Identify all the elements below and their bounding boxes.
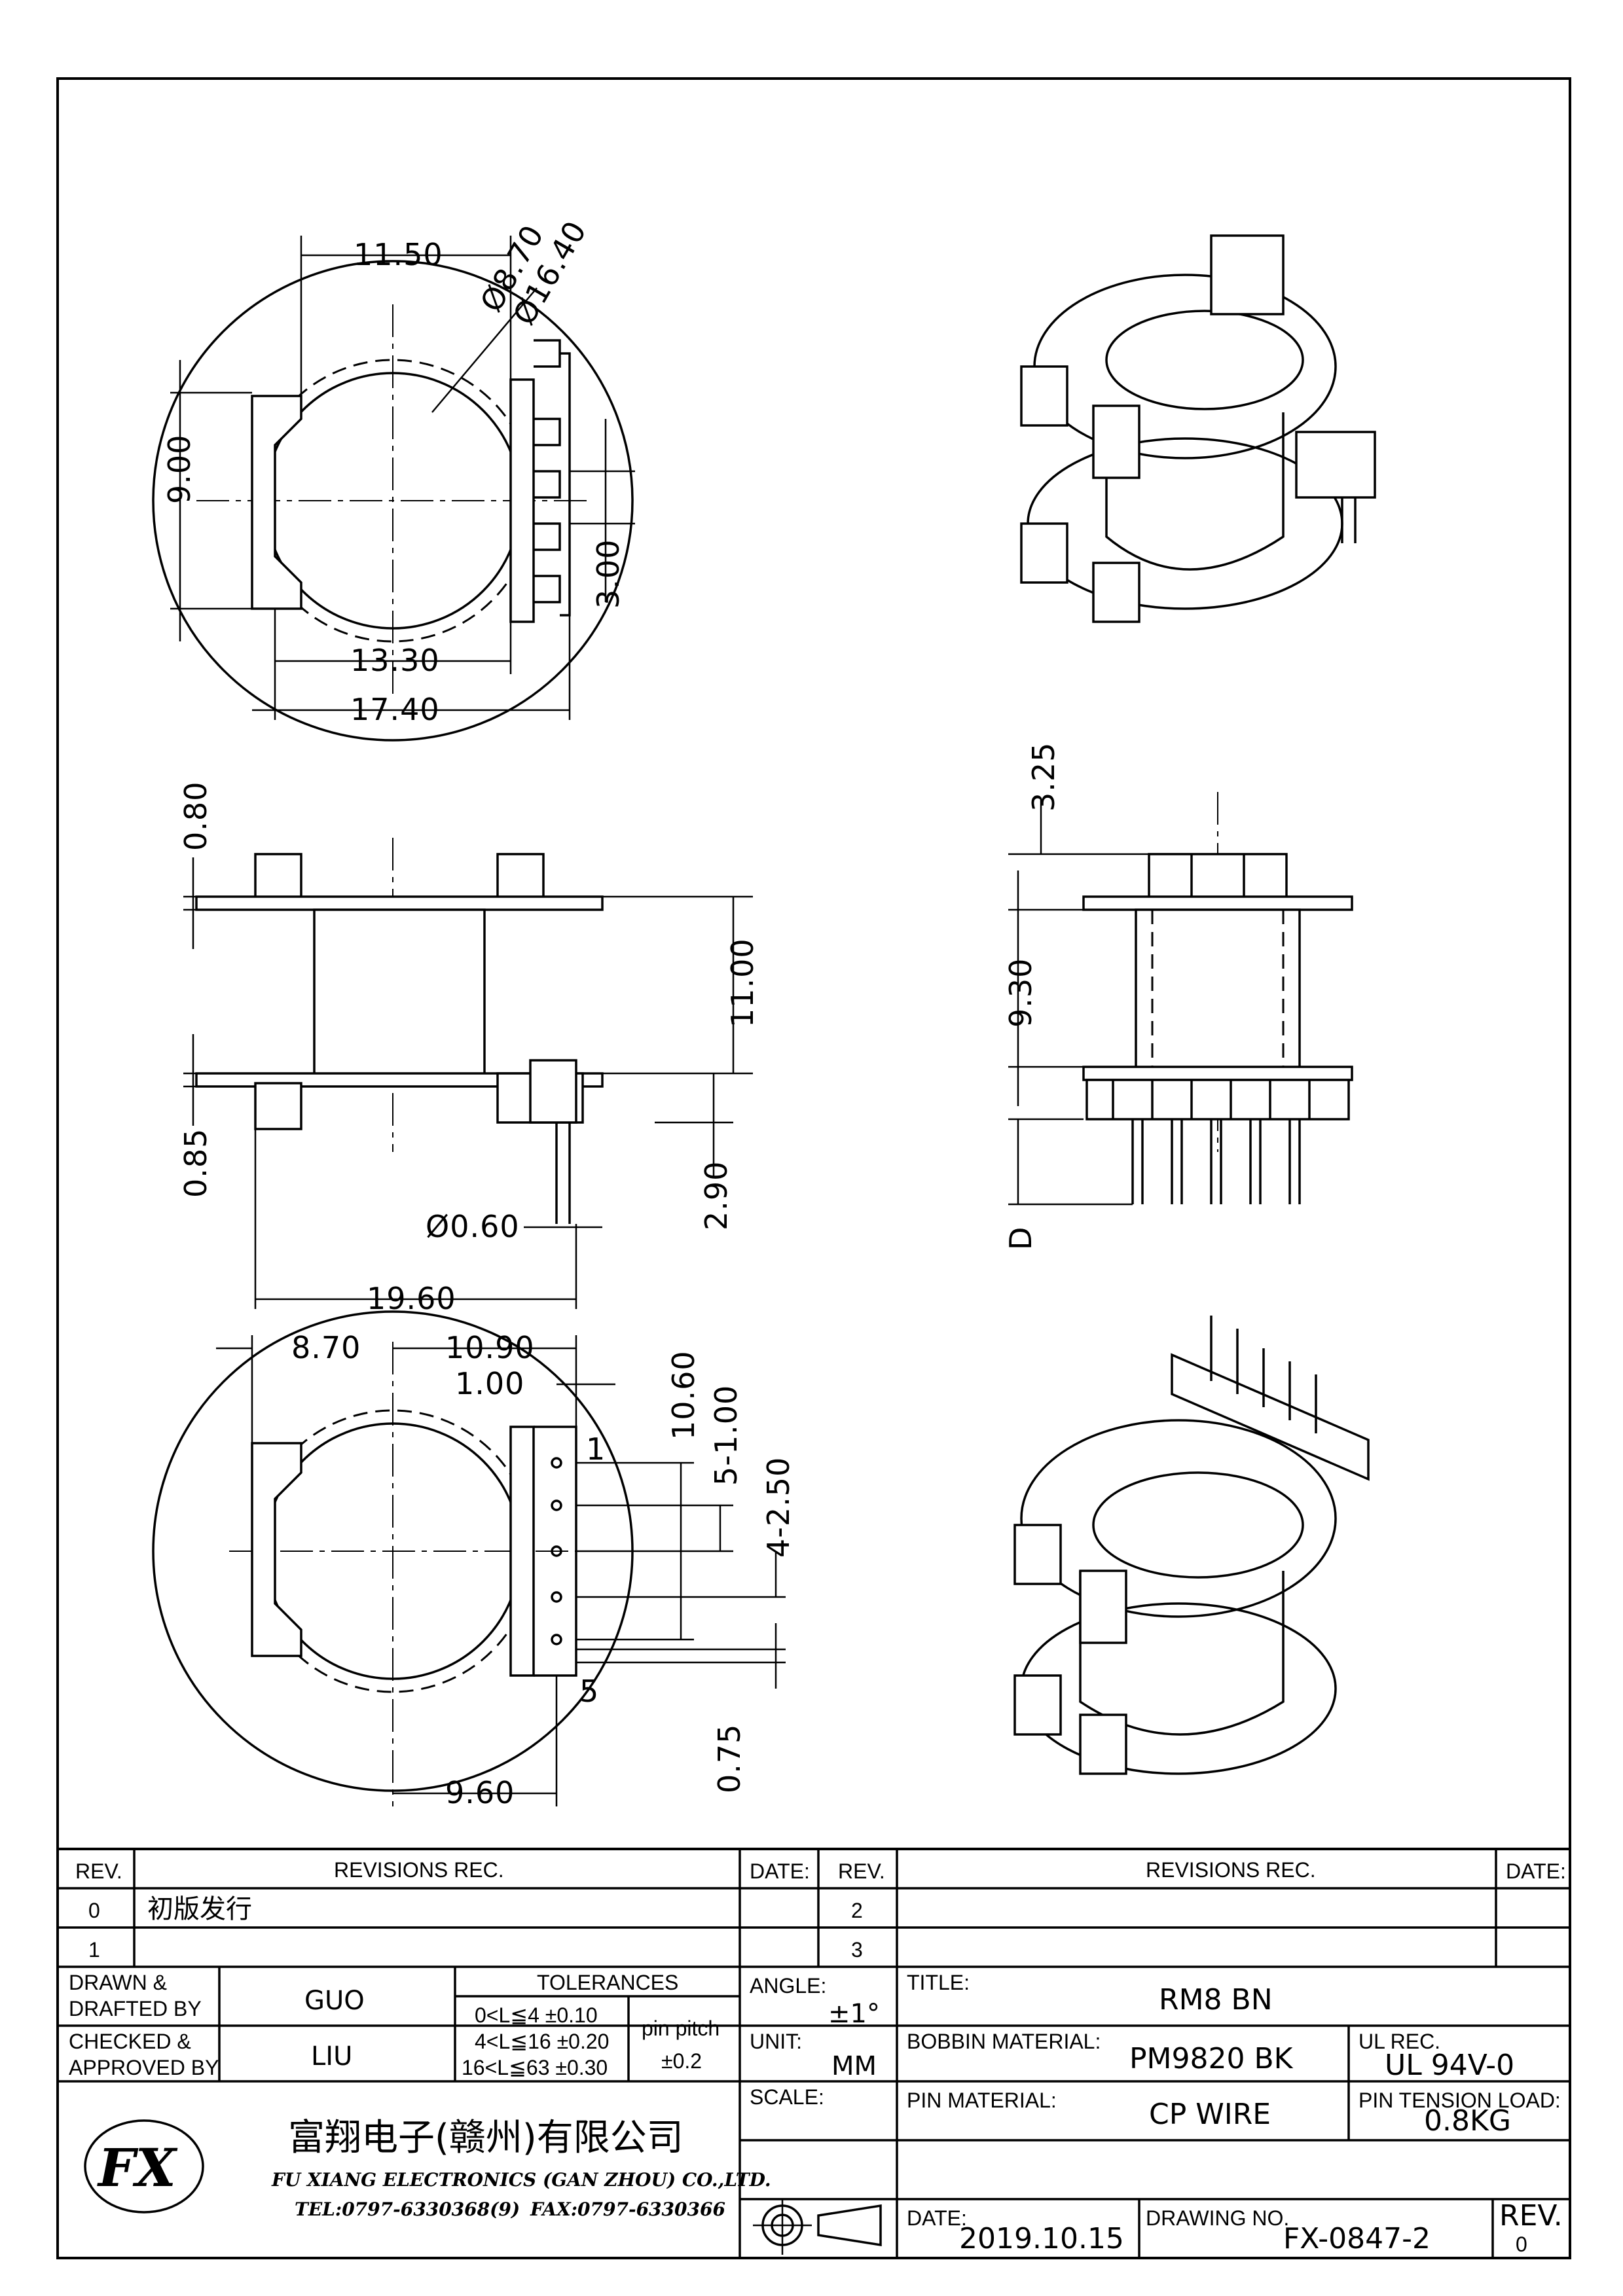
- company-name-cn: 富翔电子(赣州)有限公司: [288, 2117, 684, 2159]
- pin-pitch-value: ±0.2: [661, 2049, 702, 2073]
- dim-13-30: 13.30: [350, 643, 440, 678]
- header-date2: DATE:: [1506, 1859, 1566, 1883]
- projection-symbol: [753, 2199, 882, 2255]
- company-logo: FX: [84, 2119, 204, 2214]
- rev-label: REV.: [1499, 2199, 1563, 2233]
- dim-9-30: 9.30: [1003, 958, 1038, 1028]
- row1-rev2: 3: [851, 1938, 863, 1962]
- title-label: TITLE:: [907, 1971, 970, 1994]
- row0-text: 初版发行: [147, 1894, 252, 1924]
- front-view: 0.80 11.00 0.85 2.90 Ø0.60 19.60: [178, 781, 760, 1316]
- dim-2-90: 2.90: [699, 1161, 734, 1230]
- drawn-value: GUO: [304, 1986, 365, 2016]
- dim-11-50: 11.50: [354, 237, 443, 272]
- checked-value: LIU: [311, 2041, 352, 2072]
- dim-10-60: 10.60: [666, 1350, 701, 1440]
- angle-label: ANGLE:: [750, 1974, 826, 1998]
- tolerances-title: TOLERANCES: [537, 1971, 678, 1994]
- tension-label: PIN TENSION LOAD:: [1359, 2089, 1561, 2112]
- side-view: 3.25 9.30 D: [1003, 742, 1353, 1250]
- dim-19-60: 19.60: [367, 1281, 456, 1316]
- pin-label-5: 5: [579, 1674, 599, 1709]
- pin-material-value: CP WIRE: [1149, 2098, 1271, 2131]
- row0-rev: 0: [88, 1899, 100, 1922]
- row0-rev2: 2: [851, 1899, 863, 1922]
- scale-label: SCALE:: [750, 2085, 824, 2109]
- dim-5-1-00: 5-1.00: [708, 1385, 744, 1486]
- drawn-label-2: DRAFTED BY: [69, 1997, 202, 2020]
- pin-material-label: PIN MATERIAL:: [907, 2089, 1057, 2112]
- dim-0-85: 0.85: [178, 1128, 213, 1198]
- title-value: RM8 BN: [1159, 1983, 1273, 2017]
- svg-text:FX: FX: [97, 2137, 178, 2198]
- title-block: REV. REVISIONS REC. DATE: REV. REVISIONS…: [56, 1848, 1571, 2259]
- dim-0-75: 0.75: [712, 1724, 747, 1793]
- top-view: 11.50 Ø8.70 Ø16.40 9.00 3.00 13.30 17.40: [152, 215, 635, 742]
- dim-1-00: 1.00: [455, 1366, 524, 1401]
- header-revisions2: REVISIONS REC.: [1146, 1858, 1316, 1882]
- drawing-no-value: FX-0847-2: [1283, 2222, 1431, 2255]
- dim-17-40: 17.40: [350, 692, 440, 727]
- dim-9-00: 9.00: [162, 435, 197, 504]
- date-value: 2019.10.15: [959, 2222, 1124, 2255]
- company-name-en: FU XIANG ELECTRONICS (GAN ZHOU) CO.,LTD.: [271, 2169, 771, 2191]
- unit-label: UNIT:: [750, 2030, 802, 2053]
- checked-label-2: APPROVED BY: [69, 2056, 219, 2079]
- header-rev2: REV.: [838, 1859, 885, 1883]
- header-revisions: REVISIONS REC.: [334, 1858, 504, 1882]
- dim-11-00: 11.00: [725, 938, 760, 1028]
- dim-phi-0-60: Ø0.60: [426, 1209, 520, 1244]
- angle-value: ±1°: [828, 1999, 880, 2029]
- dim-d: D: [1003, 1227, 1038, 1250]
- ul-value: UL 94V-0: [1385, 2049, 1514, 2082]
- dim-8-70-bottom: 8.70: [291, 1330, 361, 1365]
- bobbin-value: PM9820 BK: [1129, 2042, 1294, 2075]
- unit-value: MM: [831, 2051, 877, 2081]
- bottom-view: 1 5 8.70 10.90 1.00 10.60 5-1.00 4-2.50 …: [152, 1310, 796, 1810]
- tolerance-2: 4<L≦16 ±0.20: [475, 2030, 609, 2053]
- header-date: DATE:: [750, 1859, 810, 1883]
- dim-0-80: 0.80: [178, 781, 213, 851]
- row1-rev: 1: [88, 1938, 100, 1962]
- rev-value: 0: [1516, 2233, 1527, 2256]
- isometric-view-bottom: [1013, 1316, 1370, 1775]
- pin-pitch-label: pin pitch: [642, 2017, 720, 2040]
- header-rev: REV.: [75, 1859, 122, 1883]
- tolerance-3: 16<L≦63 ±0.30: [462, 2056, 608, 2079]
- drawn-label-1: DRAWN &: [69, 1971, 167, 1994]
- dim-9-60: 9.60: [445, 1775, 515, 1810]
- company-fax: FAX:0797-6330366: [530, 2198, 725, 2220]
- dim-10-90: 10.90: [445, 1330, 535, 1365]
- tension-value: 0.8KG: [1424, 2104, 1511, 2138]
- date-label: DATE:: [907, 2206, 967, 2230]
- checked-label-1: CHECKED &: [69, 2030, 191, 2053]
- dim-3-00: 3.00: [591, 539, 626, 609]
- bobbin-label: BOBBIN MATERIAL:: [907, 2030, 1101, 2053]
- isometric-view-top: [1020, 234, 1376, 623]
- ul-label: UL REC.: [1359, 2030, 1440, 2053]
- tolerance-1: 0<L≦4 ±0.10: [475, 2003, 598, 2027]
- company-tel: TEL:0797-6330368(9): [295, 2198, 520, 2220]
- drawing-no-label: DRAWING NO.: [1146, 2206, 1289, 2230]
- dim-4-2-50: 4-2.50: [761, 1457, 796, 1558]
- dim-3-25: 3.25: [1026, 742, 1061, 812]
- pin-label-1: 1: [586, 1431, 606, 1467]
